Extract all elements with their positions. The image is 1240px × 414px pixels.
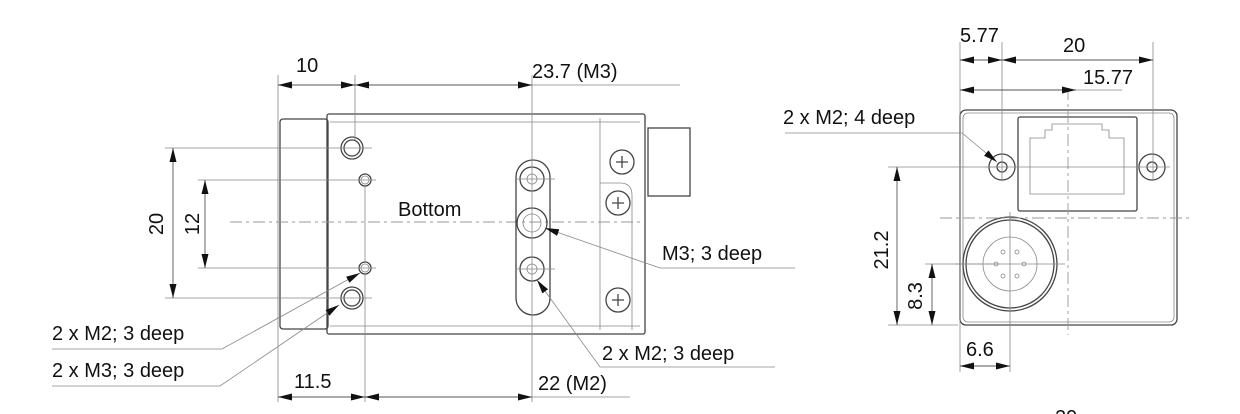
dimension-23-7: 23.7 (M3) [532, 61, 618, 83]
connector-outline [647, 127, 691, 197]
dimension-20: 20 [146, 213, 168, 235]
dimension-8-3: 8.3 [905, 282, 927, 310]
callout-m3-center: M3; 3 deep [662, 243, 762, 265]
rear-body-outline [959, 109, 1178, 326]
dimension-11-5: 11.5 [294, 371, 331, 393]
dimension-29: 29 [1055, 407, 1077, 414]
callout-m2-rear: 2 x M2; 4 deep [783, 107, 915, 129]
ethernet-port-icon [1017, 116, 1138, 212]
dimension-12: 12 [182, 213, 204, 235]
callout-m2-center: 2 x M2; 3 deep [602, 343, 734, 365]
callout-m2-side: 2 x M2; 3 deep [52, 323, 184, 345]
rear-view: 5.77 20 15.77 21.2 8.3 6.6 29 2 x M2; 4 … [783, 25, 1190, 414]
dimension-6-6: 6.6 [966, 339, 994, 361]
dimension-5-77: 5.77 [960, 25, 999, 47]
callout-m3-side: 2 x M3; 3 deep [52, 360, 184, 382]
screw-icon [605, 190, 631, 216]
dimension-10: 10 [296, 55, 318, 77]
view-label: Bottom [398, 199, 461, 221]
dimension-20-rear: 20 [1063, 35, 1085, 57]
mounting-slot [515, 159, 551, 316]
dimension-15-77: 15.77 [1083, 67, 1133, 89]
screw-icon [609, 149, 635, 175]
bottom-view: Bottom 10 23.7 (M3) 20 12 11.5 22 (M2) 2… [52, 55, 795, 402]
screw-icon [605, 287, 631, 313]
dimension-22: 22 (M2) [538, 373, 607, 395]
camera-body-outline [326, 113, 646, 335]
dimension-21-2: 21.2 [871, 231, 893, 270]
lens-mount-outline [279, 118, 329, 330]
